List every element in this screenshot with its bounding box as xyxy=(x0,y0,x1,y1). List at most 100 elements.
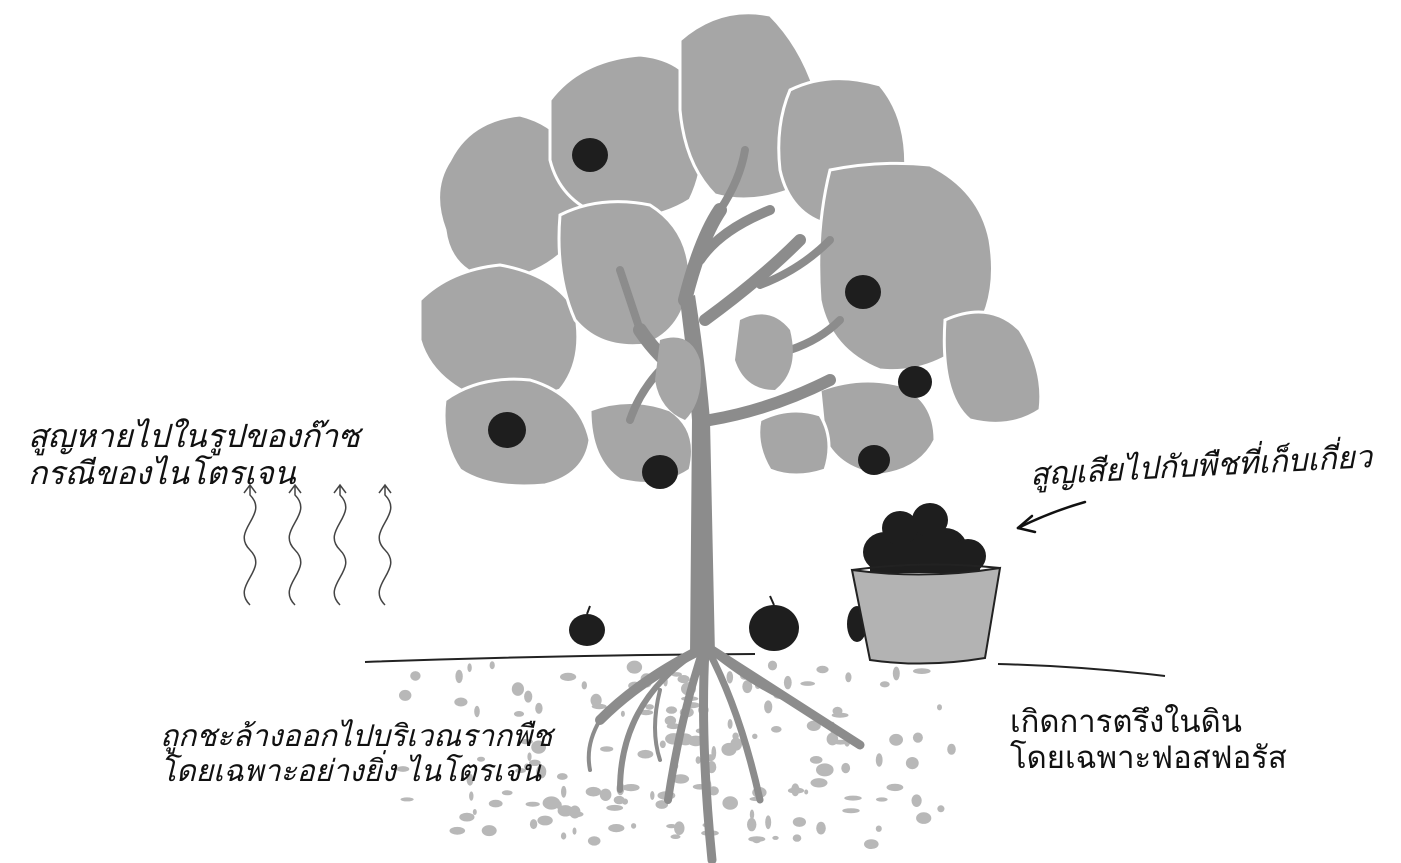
ground-line-right xyxy=(998,664,1165,676)
soil-speck xyxy=(696,756,701,764)
soil-speck xyxy=(557,773,568,780)
soil-speck xyxy=(772,836,778,840)
soil-speck xyxy=(586,787,601,797)
soil-speck xyxy=(502,790,513,795)
soil-speck xyxy=(588,836,601,845)
soil-speck xyxy=(889,734,903,746)
soil-speck xyxy=(671,834,681,839)
soil-speck xyxy=(450,827,466,835)
soil-speck xyxy=(752,734,757,739)
soil-speck xyxy=(638,750,654,759)
soil-speck xyxy=(573,828,577,835)
soil-speck xyxy=(622,784,639,791)
soil-speck xyxy=(727,671,734,683)
soil-speck xyxy=(591,694,602,707)
soil-speck xyxy=(876,826,882,832)
soil-speck xyxy=(893,667,900,681)
soil-speck xyxy=(512,682,524,696)
soil-speck xyxy=(631,823,636,829)
soil-speck xyxy=(748,836,765,842)
soil-speck xyxy=(784,676,792,689)
soil-speck xyxy=(880,681,890,687)
soil-speck xyxy=(600,746,613,752)
soil-speck xyxy=(582,681,587,689)
soil-speck xyxy=(401,797,414,801)
soil-speck xyxy=(913,668,931,674)
gas-loss-line1: สูญหายไปในรูปของก๊าซ xyxy=(28,418,360,455)
soil-speck xyxy=(800,681,815,686)
soil-speck xyxy=(621,711,625,717)
soil-speck xyxy=(841,763,850,773)
gas-loss-label: สูญหายไปในรูปของก๊าซ กรณีของไนโตรเจน xyxy=(28,418,360,492)
soil-speck xyxy=(912,794,922,807)
leaching-line2: โดยเฉพาะอย่างยิ่ง ไนโตรเจน xyxy=(160,755,552,790)
soil-speck xyxy=(473,809,477,815)
soil-speck xyxy=(722,796,738,810)
soil-speck xyxy=(608,824,624,832)
soil-speck xyxy=(410,671,420,681)
soil-speck xyxy=(459,813,474,822)
soil-speck xyxy=(560,673,576,681)
soil-speck xyxy=(467,663,471,672)
soil-speck xyxy=(537,816,552,826)
soil-speck xyxy=(455,670,462,683)
fixation-line2: โดยเฉพาะฟอสฟอรัส xyxy=(1010,741,1287,777)
soil-speck xyxy=(816,763,834,776)
leaching-line1: ถูกชะล้างออกไปบริเวณรากพืช xyxy=(160,720,552,755)
soil-speck xyxy=(666,706,677,713)
soil-speck xyxy=(490,661,495,669)
soil-speck xyxy=(832,713,849,718)
soil-speck xyxy=(543,796,561,809)
soil-speck xyxy=(937,704,942,710)
soil-speck xyxy=(627,661,642,674)
soil-speck xyxy=(842,808,859,813)
soil-speck xyxy=(845,672,851,682)
leaching-label: ถูกชะล้างออกไปบริเวณรากพืช โดยเฉพาะอย่าง… xyxy=(160,720,552,789)
soil-speck xyxy=(489,800,503,808)
soil-speck xyxy=(947,744,956,755)
soil-speck xyxy=(887,784,904,791)
soil-speck xyxy=(768,661,777,671)
soil-speck xyxy=(804,790,808,795)
gas-wavy-arrow-icons xyxy=(244,485,391,605)
soil-speck xyxy=(793,817,806,827)
soil-speck xyxy=(747,818,756,831)
soil-speck xyxy=(614,796,625,804)
soil-speck xyxy=(732,733,738,740)
soil-speck xyxy=(514,711,524,717)
soil-speck xyxy=(906,757,919,769)
soil-speck xyxy=(728,719,733,729)
soil-speck xyxy=(454,698,467,707)
soil-speck xyxy=(844,796,861,801)
soil-speck xyxy=(526,802,540,807)
fixation-line1: เกิดการตรึงในดิน xyxy=(1010,705,1287,741)
soil-speck xyxy=(674,821,684,835)
soil-speck xyxy=(771,726,782,733)
soil-speck xyxy=(482,825,497,836)
soil-speck xyxy=(876,753,883,766)
soil-speck xyxy=(937,805,944,812)
soil-speck xyxy=(810,756,823,764)
curved-arrow-icon xyxy=(1018,502,1085,532)
soil-speck xyxy=(558,805,574,816)
soil-speck xyxy=(793,834,802,841)
harvest-basket-icon xyxy=(852,503,1000,664)
soil-speck xyxy=(469,791,473,800)
gas-loss-line2: กรณีของไนโตรเจน xyxy=(28,455,360,492)
soil-speck xyxy=(524,691,532,703)
soil-speck xyxy=(816,822,826,835)
soil-speck xyxy=(764,700,772,713)
soil-speck xyxy=(816,666,828,673)
soil-speck xyxy=(913,733,923,743)
soil-speck xyxy=(561,786,566,798)
soil-speck xyxy=(530,819,537,829)
soil-speck xyxy=(750,810,754,820)
soil-speck xyxy=(474,706,480,717)
soil-speck xyxy=(606,805,623,811)
soil-speck xyxy=(399,690,411,701)
soil-speck xyxy=(535,703,542,714)
soil-speck xyxy=(660,741,666,749)
soil-speck xyxy=(811,778,828,787)
fallen-apples xyxy=(569,596,867,651)
soil-speck xyxy=(650,791,654,800)
